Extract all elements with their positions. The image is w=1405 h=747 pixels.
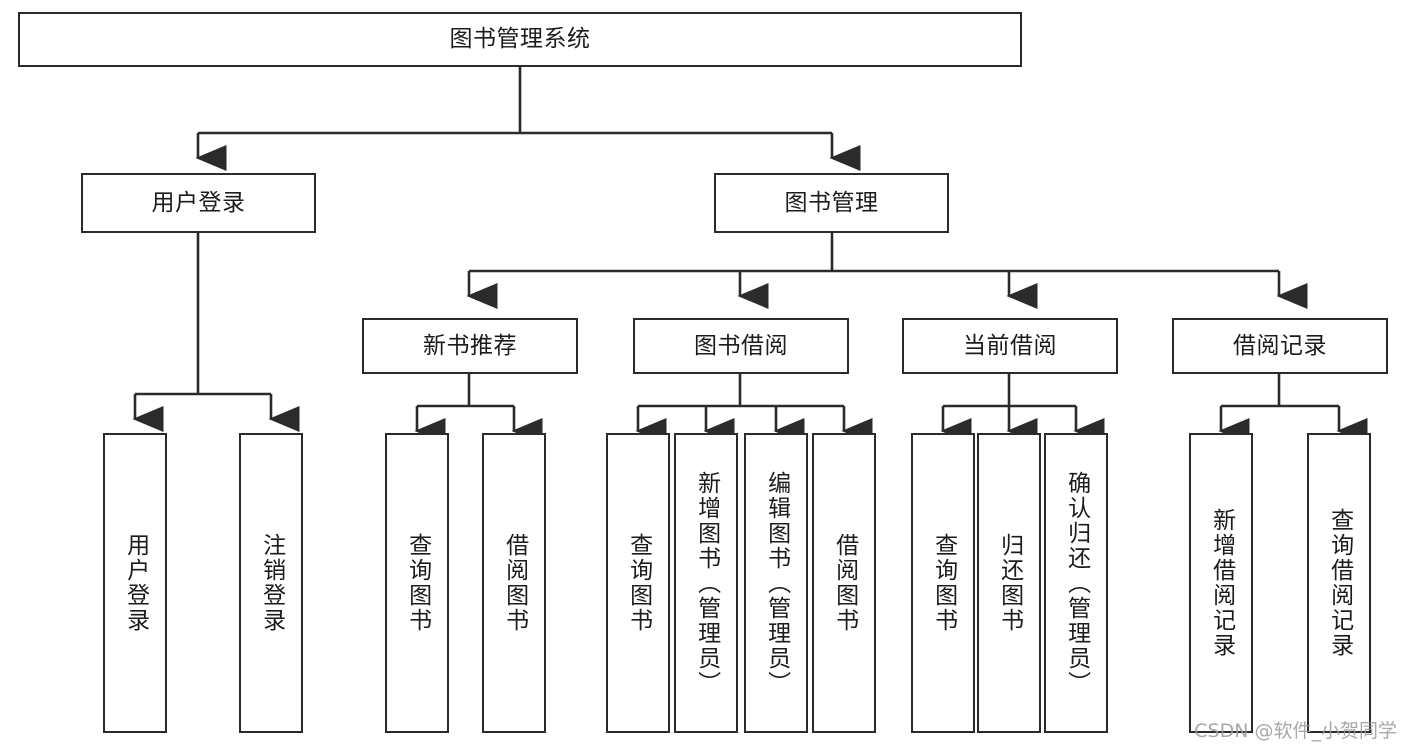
node-label: 用户登录	[122, 533, 149, 633]
node-label: 查询图书	[404, 533, 431, 633]
node-label: 查询借阅记录	[1326, 508, 1353, 658]
node-label: 借阅记录	[1233, 332, 1327, 359]
node-label: 归还图书	[996, 533, 1023, 633]
leaf-current-confirm-return-admin[interactable]: 确认归还（管理员）	[1044, 433, 1108, 733]
node-label: 新增借阅记录	[1208, 508, 1235, 658]
node-label: 确认归还（管理员）	[1063, 470, 1090, 696]
node-user-login[interactable]: 用户登录	[81, 173, 316, 233]
node-label: 借阅图书	[831, 533, 858, 633]
node-label: 查询图书	[930, 533, 957, 633]
leaf-recommend-query-book[interactable]: 查询图书	[385, 433, 449, 733]
leaf-user-login-logout[interactable]: 注销登录	[239, 433, 303, 733]
node-label: 注销登录	[258, 533, 285, 633]
node-label: 图书管理	[784, 189, 879, 216]
leaf-borrow-add-book-admin[interactable]: 新增图书（管理员）	[674, 433, 738, 733]
node-root-system[interactable]: 图书管理系统	[18, 12, 1022, 67]
node-label: 借阅图书	[501, 533, 528, 633]
leaf-current-query-book[interactable]: 查询图书	[911, 433, 975, 733]
leaf-borrow-edit-book-admin[interactable]: 编辑图书（管理员）	[744, 433, 808, 733]
node-new-book-recommend[interactable]: 新书推荐	[362, 318, 578, 374]
leaf-user-login-login[interactable]: 用户登录	[103, 433, 167, 733]
node-label: 新书推荐	[423, 332, 517, 359]
node-label: 用户登录	[151, 189, 246, 216]
csdn-watermark: CSDN @软件_小贺同学	[1194, 720, 1397, 742]
leaf-recommend-borrow-book[interactable]: 借阅图书	[482, 433, 546, 733]
node-label: 当前借阅	[963, 332, 1057, 359]
leaf-current-return-book[interactable]: 归还图书	[977, 433, 1041, 733]
node-label: 图书借阅	[694, 332, 788, 359]
node-label: 查询图书	[625, 533, 652, 633]
node-label: 编辑图书（管理员）	[763, 470, 790, 696]
leaf-record-query-record[interactable]: 查询借阅记录	[1307, 433, 1371, 733]
leaf-borrow-query-book[interactable]: 查询图书	[606, 433, 670, 733]
node-borrow-record[interactable]: 借阅记录	[1172, 318, 1388, 374]
leaf-record-add-record[interactable]: 新增借阅记录	[1189, 433, 1253, 733]
node-current-borrow[interactable]: 当前借阅	[902, 318, 1118, 374]
node-label: 图书管理系统	[449, 26, 591, 53]
leaf-borrow-borrow-book[interactable]: 借阅图书	[812, 433, 876, 733]
node-book-management[interactable]: 图书管理	[714, 173, 949, 233]
node-book-borrow[interactable]: 图书借阅	[633, 318, 849, 374]
node-label: 新增图书（管理员）	[693, 470, 720, 696]
